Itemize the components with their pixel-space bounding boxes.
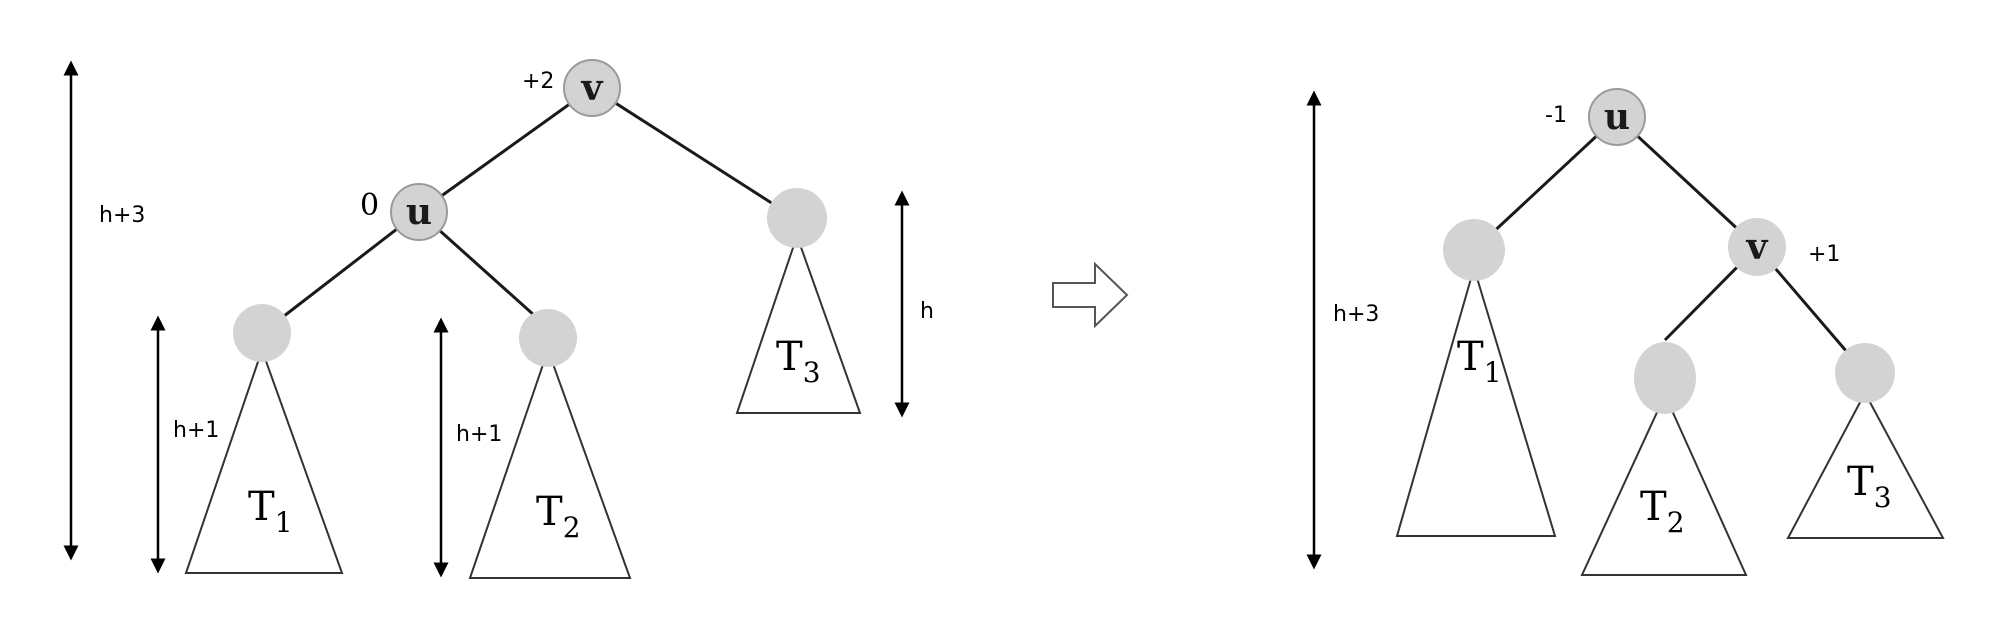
height-label-t1: h+1 bbox=[173, 418, 219, 443]
label-t3-left: T3 bbox=[776, 334, 821, 389]
balance-u-right: -1 bbox=[1545, 103, 1567, 128]
node-v-right bbox=[1728, 218, 1786, 276]
node-v-letter-right: v bbox=[1746, 226, 1769, 268]
left-tree: v u +2 0 T1 T2 T3 h+3 h+1 h+1 h bbox=[63, 59, 934, 579]
balance-v-right: +1 bbox=[1808, 242, 1840, 267]
node-t2-root-right bbox=[1634, 342, 1696, 414]
node-u-right bbox=[1588, 88, 1646, 146]
node-v bbox=[563, 59, 621, 117]
node-t1-root bbox=[233, 304, 291, 362]
edge-v-t3root bbox=[591, 86, 796, 220]
subtree-t1-triangle bbox=[184, 346, 344, 574]
node-u bbox=[390, 183, 448, 241]
height-label-t2: h+1 bbox=[456, 422, 502, 447]
right-tree: u v -1 +1 T1 T2 T3 h+3 bbox=[1306, 88, 1945, 576]
subtree-t3-triangle bbox=[735, 232, 862, 414]
node-t3-root-right bbox=[1835, 343, 1895, 403]
node-t1-root-right bbox=[1443, 219, 1505, 281]
subtree-t1-triangle-right bbox=[1395, 264, 1557, 537]
node-v-letter: v bbox=[581, 67, 604, 109]
label-t1-right: T1 bbox=[1457, 334, 1502, 389]
hollow-right-arrow-icon bbox=[1052, 261, 1129, 329]
edge-u-t1root-right bbox=[1472, 115, 1619, 252]
height-label-total-left: h+3 bbox=[99, 203, 145, 228]
label-t2-left: T2 bbox=[536, 489, 581, 544]
label-t1-left: T1 bbox=[248, 484, 293, 539]
label-t3-right: T3 bbox=[1847, 459, 1892, 514]
node-t2-root bbox=[519, 309, 577, 367]
balance-u-left: 0 bbox=[360, 188, 379, 223]
edge-u-v-right bbox=[1615, 115, 1759, 249]
subtree-t2-triangle-right bbox=[1580, 392, 1748, 576]
node-t3-root bbox=[767, 188, 827, 248]
balance-v-left: +2 bbox=[522, 69, 554, 94]
label-t2-right: T2 bbox=[1640, 484, 1685, 539]
edge-u-t1root bbox=[261, 210, 420, 335]
node-u-letter-right: u bbox=[1604, 96, 1630, 138]
subtree-t2-triangle bbox=[468, 346, 632, 579]
height-label-total-right: h+3 bbox=[1333, 302, 1379, 327]
height-label-t3: h bbox=[920, 299, 934, 324]
edge-v-u bbox=[418, 86, 593, 214]
node-u-letter: u bbox=[406, 191, 432, 233]
subtree-t3-triangle-right bbox=[1786, 390, 1945, 539]
